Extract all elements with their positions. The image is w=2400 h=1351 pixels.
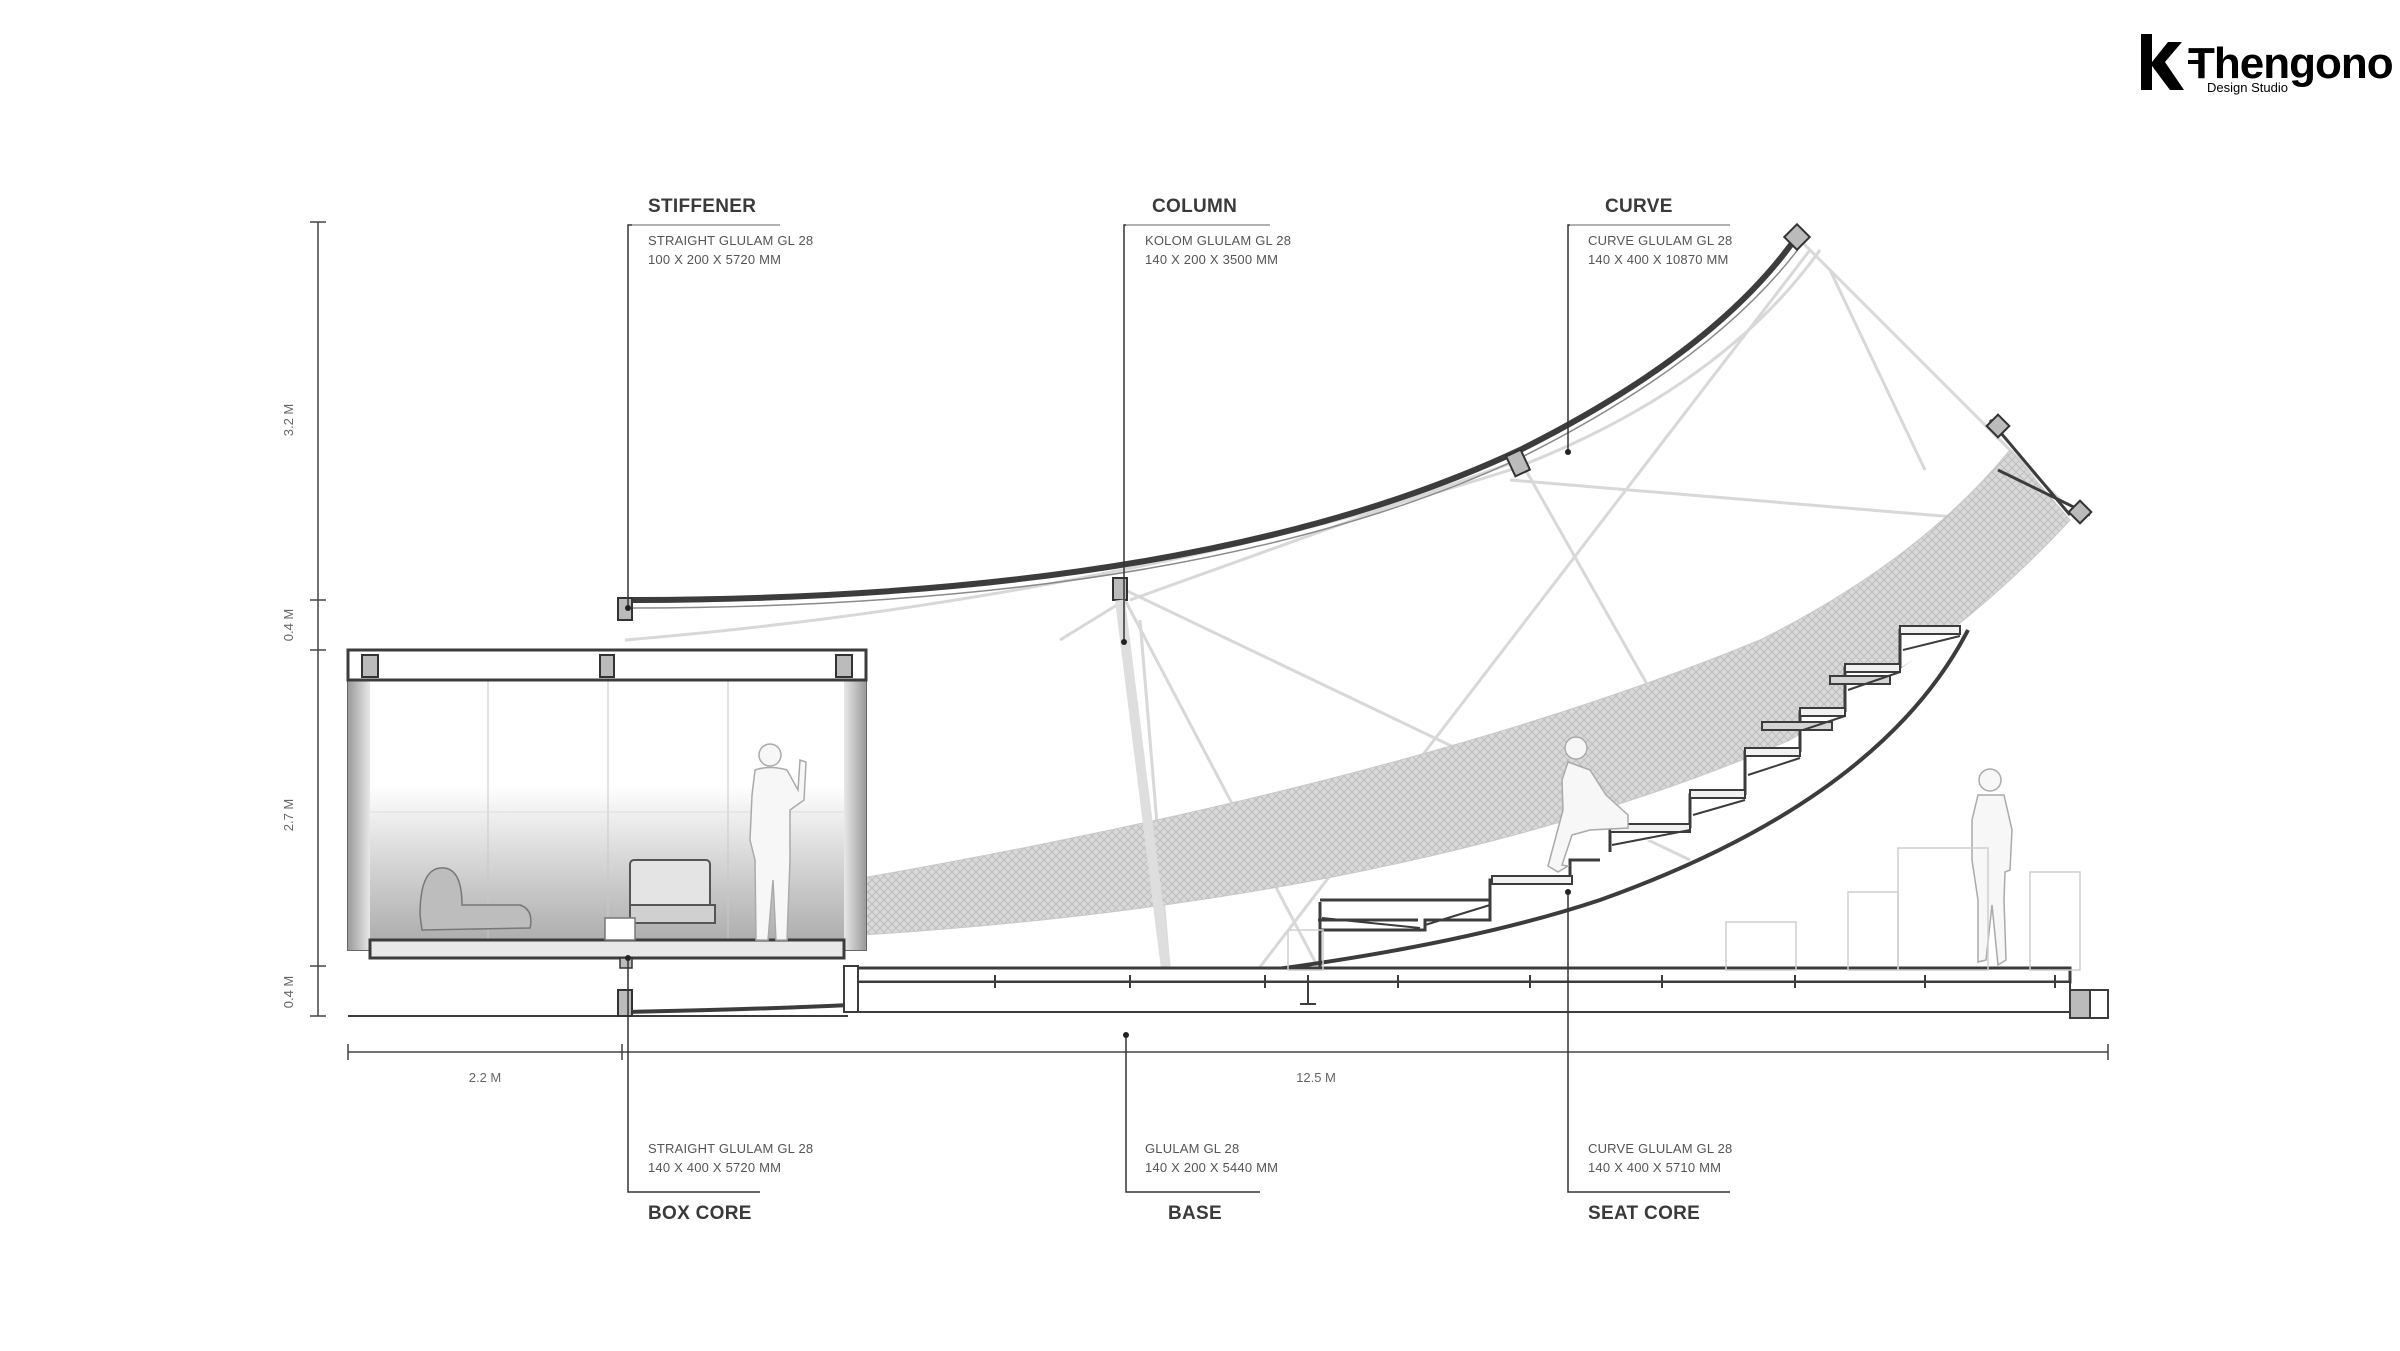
- box-core-spec-2: 140 X 400 X 5720 MM: [648, 1160, 781, 1175]
- dim-vertical-2: 0.4 M: [281, 609, 296, 642]
- logo-tagline: Design Studio: [2207, 80, 2288, 95]
- seat-planks: [1491, 625, 1961, 885]
- box-core: [346, 648, 868, 1013]
- callout-seat-core: CURVE GLULAM GL 28 140 X 400 X 5710 MM S…: [1588, 1141, 1733, 1224]
- woven-seat-shell: [861, 449, 2071, 936]
- person-standing-right: [1971, 768, 2013, 967]
- vertical-dimension: [310, 221, 326, 1017]
- dim-vertical-3: 2.7 M: [281, 799, 296, 832]
- stiffener-spec-2: 100 X 200 X 5720 MM: [648, 252, 781, 267]
- seat-core-title: SEAT CORE: [1588, 1203, 1700, 1224]
- callout-base: GLULAM GL 28 140 X 200 X 5440 MM BASE: [1145, 1141, 1278, 1224]
- curve-beam: [624, 230, 1803, 603]
- brand-logo: Thengono Design Studio: [2141, 34, 2394, 95]
- base-deck: [846, 966, 2109, 1019]
- horizontal-dimension: [347, 1044, 2109, 1060]
- base-spec-1: GLULAM GL 28: [1145, 1141, 1239, 1156]
- callout-stiffener: STIFFENER STRAIGHT GLULAM GL 28 100 X 20…: [648, 196, 813, 267]
- column-spec-1: KOLOM GLULAM GL 28: [1145, 233, 1291, 248]
- box-core-spec-1: STRAIGHT GLULAM GL 28: [648, 1141, 813, 1156]
- callout-curve: CURVE CURVE GLULAM GL 28 140 X 400 X 108…: [1588, 196, 1733, 267]
- column-title: COLUMN: [1152, 196, 1237, 217]
- curve-joint: [1504, 448, 1532, 478]
- column-spec-2: 140 X 200 X 3500 MM: [1145, 252, 1278, 267]
- stair-seats: [1318, 628, 1960, 1004]
- dim-horizontal-2: 12.5 M: [1296, 1070, 1336, 1085]
- callout-column: COLUMN KOLOM GLULAM GL 28 140 X 200 X 35…: [1145, 196, 1291, 267]
- curve-end-cap: [1782, 222, 1812, 252]
- dim-horizontal-1: 2.2 M: [469, 1070, 502, 1085]
- dim-vertical-4: 0.4 M: [281, 976, 296, 1009]
- lounge-chair: [419, 867, 532, 931]
- logo-k-mark: [2141, 34, 2184, 90]
- column-joint: [1112, 577, 1128, 601]
- callout-leaders: [627, 224, 1730, 1193]
- base-title: BASE: [1168, 1203, 1222, 1224]
- person-standing-box: [749, 743, 807, 941]
- dim-vertical-1: 3.2 M: [281, 404, 296, 437]
- bracing-lines: [624, 238, 2062, 991]
- base-spec-2: 140 X 200 X 5440 MM: [1145, 1160, 1278, 1175]
- seat-core-spec-1: CURVE GLULAM GL 28: [1588, 1141, 1733, 1156]
- curve-spec-1: CURVE GLULAM GL 28: [1588, 233, 1733, 248]
- stiffener-title: STIFFENER: [648, 196, 756, 217]
- callout-box-core: STRAIGHT GLULAM GL 28 140 X 400 X 5720 M…: [648, 1141, 813, 1224]
- stiffener-spec-1: STRAIGHT GLULAM GL 28: [648, 233, 813, 248]
- curve-title: CURVE: [1605, 196, 1673, 217]
- background-volumes: [1287, 847, 2081, 971]
- logo-name: Thengono: [2188, 39, 2393, 88]
- seat-core-spec-2: 140 X 400 X 5710 MM: [1588, 1160, 1721, 1175]
- box-core-title: BOX CORE: [648, 1203, 752, 1224]
- person-seated: [1547, 736, 1629, 873]
- curve-spec-2: 140 X 400 X 10870 MM: [1588, 252, 1729, 267]
- column-member: [1115, 599, 1173, 986]
